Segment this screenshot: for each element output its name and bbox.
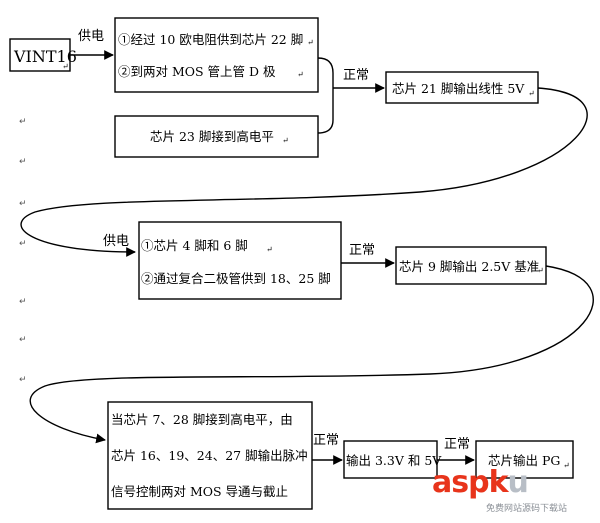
node-pin9: 芯片 9 脚输出 2.5V 基准 ↵ (395, 246, 547, 285)
paragraph-marks: ↵ ↵ ↵ ↵ ↵ ↵ ↵ (19, 117, 27, 385)
para-mark: ↵ (19, 375, 27, 385)
para-mark: ↵ (528, 89, 535, 98)
node-out33-text: 输出 3.3V 和 5V (346, 453, 442, 468)
node-pg-text: 芯片输出 PG (488, 453, 560, 468)
node-pin9-text: 芯片 9 脚输出 2.5V 基准 (399, 259, 539, 274)
para-mark: ↵ (537, 266, 544, 275)
node-box2: ①芯片 4 脚和 6 脚 ②通过复合二极管供到 18、25 脚 ↵ (138, 221, 342, 300)
node-pin21: 芯片 21 脚输出线性 5V ↵ (385, 71, 539, 104)
curve-connector-1 (20, 87, 588, 257)
watermark-subtitle: 免费网站源码下载站 (486, 504, 568, 514)
label-normal-2: 正常 (349, 243, 375, 258)
label-normal-1: 正常 (343, 68, 369, 83)
para-mark: ↵ (19, 239, 27, 249)
label-normal-4: 正常 (444, 437, 470, 452)
watermark-brand-a: asp (432, 465, 490, 500)
node-out33: 输出 3.3V 和 5V (343, 440, 442, 479)
node-box1-line1: ①经过 10 欧电阻供到芯片 22 脚 (118, 32, 303, 47)
para-mark: ↵ (19, 335, 27, 345)
node-box3-line1: 当芯片 7、28 脚接到高电平，由 (111, 412, 293, 427)
node-pin23-text: 芯片 23 脚接到高电平 (150, 129, 274, 144)
watermark-brand-b: k (488, 465, 509, 500)
node-pg: 芯片输出 PG ↵ (475, 440, 574, 479)
para-mark: ↵ (19, 117, 27, 127)
para-mark: ↵ (19, 157, 27, 167)
para-mark: ↵ (307, 38, 314, 47)
node-vint16: VINT16 ↵ (9, 38, 77, 72)
node-pin23: 芯片 23 脚接到高电平 ↵ (114, 115, 319, 158)
node-pin21-text: 芯片 21 脚输出线性 5V (392, 81, 525, 96)
node-vint16-text: VINT16 (13, 47, 77, 66)
curve-connector-2 (29, 265, 594, 444)
para-mark: ↵ (19, 297, 27, 307)
para-mark: ↵ (19, 199, 27, 209)
node-box1-line2: ②到两对 MOS 管上管 D 极 (118, 64, 276, 79)
para-mark: ↵ (62, 62, 69, 71)
label-power-1: 供电 (78, 29, 104, 44)
merge-bracket (317, 57, 334, 134)
node-box2-line1: ①芯片 4 脚和 6 脚 (141, 238, 248, 253)
watermark-brand: aspku (432, 465, 529, 500)
node-box2-line2: ②通过复合二极管供到 18、25 脚 (141, 271, 331, 286)
para-mark: ↵ (266, 245, 273, 254)
para-mark: ↵ (297, 70, 304, 79)
para-mark: ↵ (282, 136, 289, 145)
watermark-logo: aspku 免费网站源码下载站 (432, 468, 600, 519)
node-box3-line2: 芯片 16、19、24、27 脚输出脉冲 (111, 448, 308, 463)
label-power-2: 供电 (103, 234, 129, 249)
label-normal-3: 正常 (313, 433, 339, 448)
para-mark: ↵ (563, 461, 570, 470)
node-box1: ①经过 10 欧电阻供到芯片 22 脚 ②到两对 MOS 管上管 D 极 ↵ ↵ (114, 17, 319, 93)
node-box3: 当芯片 7、28 脚接到高电平，由 芯片 16、19、24、27 脚输出脉冲 信… (107, 401, 313, 510)
watermark-brand-c: u (507, 465, 529, 500)
node-box3-line3: 信号控制两对 MOS 导通与截止 (111, 484, 288, 499)
